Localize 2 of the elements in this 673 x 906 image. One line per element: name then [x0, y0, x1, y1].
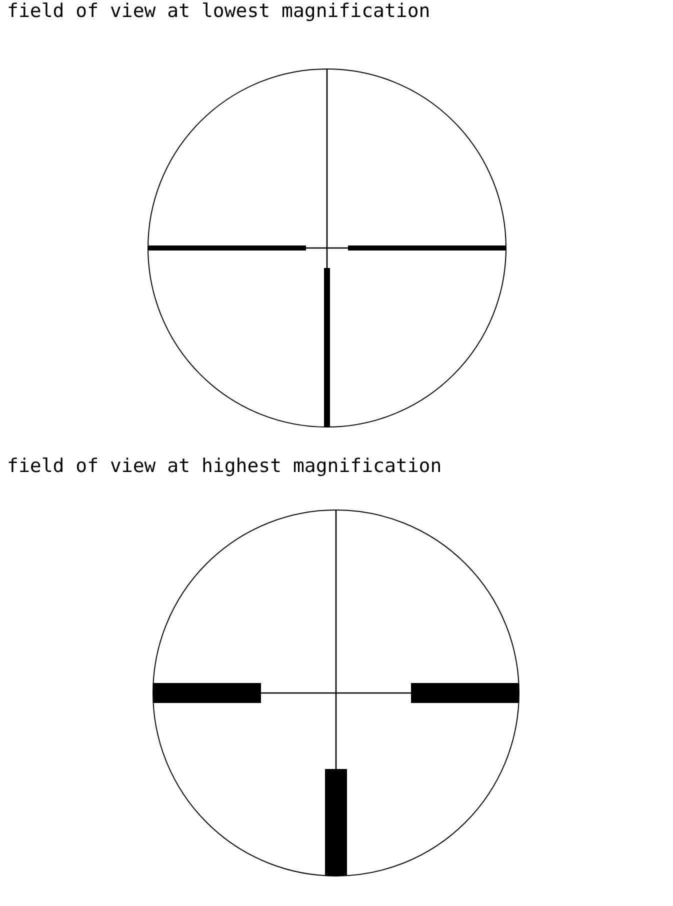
- caption: field of view at lowest magnification: [7, 0, 430, 22]
- caption: field of view at highest magnification: [7, 455, 442, 477]
